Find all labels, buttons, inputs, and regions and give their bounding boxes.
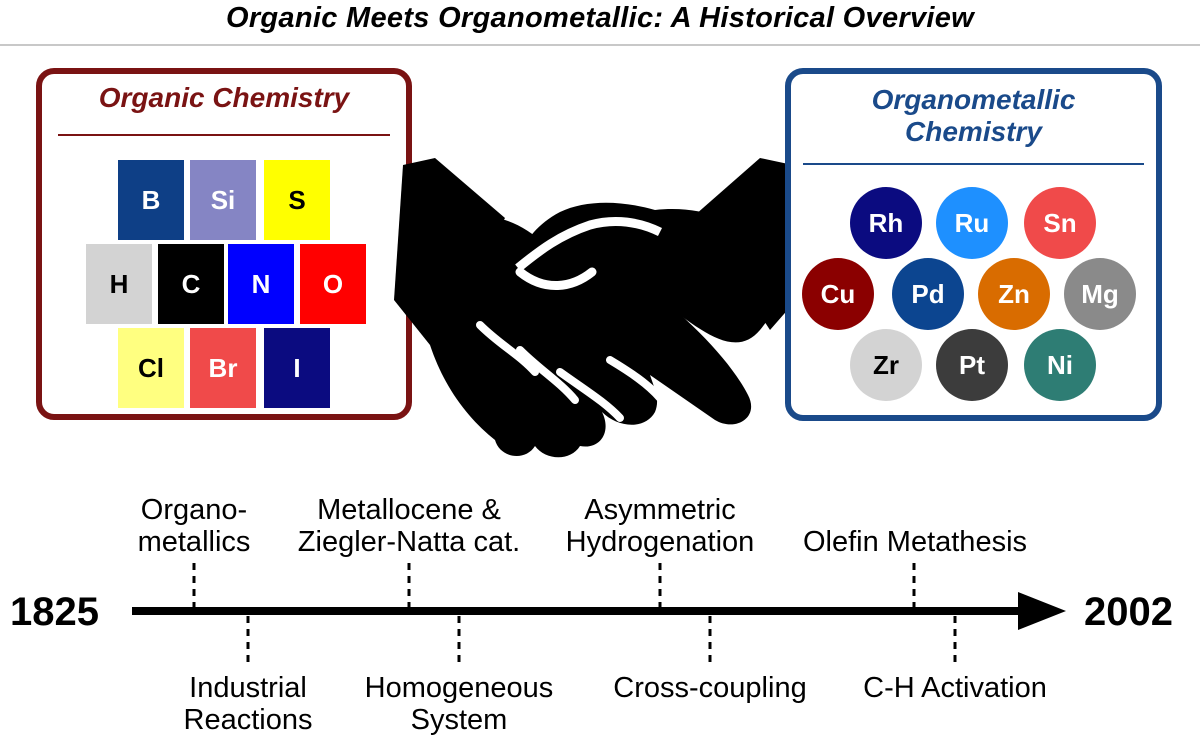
milestone-cross-coupling: Cross-coupling bbox=[590, 672, 830, 704]
timeline-arrowhead bbox=[1018, 592, 1066, 630]
element-tile-si: Si bbox=[190, 160, 256, 240]
milestone-olefin-metathesis: Olefin Metathesis bbox=[780, 526, 1050, 558]
metal-circle-cu: Cu bbox=[802, 258, 874, 330]
element-tile-s: S bbox=[264, 160, 330, 240]
organometallic-panel-title: Organometallic Chemistry bbox=[791, 84, 1156, 148]
metal-circle-pd: Pd bbox=[892, 258, 964, 330]
milestone-line: Olefin Metathesis bbox=[802, 526, 1028, 558]
element-tile-br: Br bbox=[190, 328, 256, 408]
milestone-homogeneous-system: Homogeneous System bbox=[344, 672, 574, 736]
element-tile-c: C bbox=[158, 244, 224, 324]
organic-chemistry-panel: Organic Chemistry B Si S H C N O Cl Br I bbox=[36, 68, 412, 420]
milestone-line: Homogeneous bbox=[364, 672, 554, 704]
organometallic-panel-divider bbox=[803, 163, 1144, 165]
milestone-line: Hydrogenation bbox=[565, 526, 755, 558]
element-tile-i: I bbox=[264, 328, 330, 408]
figure-title: Organic Meets Organometallic: A Historic… bbox=[225, 2, 975, 34]
title-divider bbox=[0, 44, 1200, 46]
metal-circle-pt: Pt bbox=[936, 329, 1008, 401]
milestone-line: Ziegler-Natta cat. bbox=[297, 526, 521, 558]
metal-circle-ru: Ru bbox=[936, 187, 1008, 259]
organometallic-title-line2: Chemistry bbox=[905, 116, 1042, 147]
milestone-line: System bbox=[410, 704, 508, 736]
element-tile-b: B bbox=[118, 160, 184, 240]
milestone-line: Organo- bbox=[140, 494, 248, 526]
organic-panel-title: Organic Chemistry bbox=[98, 82, 350, 113]
organometallic-chemistry-panel: Organometallic Chemistry Rh Ru Sn Cu Pd … bbox=[785, 68, 1162, 421]
metal-circle-mg: Mg bbox=[1064, 258, 1136, 330]
milestone-organometallics: Organo- metallics bbox=[104, 494, 284, 558]
element-tile-cl: Cl bbox=[118, 328, 184, 408]
element-tile-h: H bbox=[86, 244, 152, 324]
metal-circle-zn: Zn bbox=[978, 258, 1050, 330]
milestone-line: Reactions bbox=[183, 704, 313, 736]
milestone-line: Cross-coupling bbox=[613, 672, 807, 704]
metal-circle-rh: Rh bbox=[850, 187, 922, 259]
milestone-line: Metallocene & bbox=[317, 494, 501, 526]
metal-circle-zr: Zr bbox=[850, 329, 922, 401]
organometallic-title-line1: Organometallic bbox=[871, 84, 1076, 115]
milestone-line: Asymmetric bbox=[584, 494, 736, 526]
milestone-metallocene: Metallocene & Ziegler-Natta cat. bbox=[269, 494, 549, 558]
milestone-line: C-H Activation bbox=[863, 672, 1047, 704]
end-year: 2002 bbox=[1084, 590, 1173, 634]
milestone-industrial-reactions: Industrial Reactions bbox=[158, 672, 338, 736]
organic-panel-divider bbox=[58, 134, 390, 136]
metal-circle-ni: Ni bbox=[1024, 329, 1096, 401]
milestone-asymmetric-hydrogenation: Asymmetric Hydrogenation bbox=[540, 494, 780, 558]
milestone-line: metallics bbox=[137, 526, 251, 558]
element-tile-n: N bbox=[228, 244, 294, 324]
milestone-line: Industrial bbox=[189, 672, 307, 704]
start-year: 1825 bbox=[10, 590, 99, 634]
milestone-ch-activation: C-H Activation bbox=[835, 672, 1075, 704]
element-tile-o: O bbox=[300, 244, 366, 324]
metal-circle-sn: Sn bbox=[1024, 187, 1096, 259]
